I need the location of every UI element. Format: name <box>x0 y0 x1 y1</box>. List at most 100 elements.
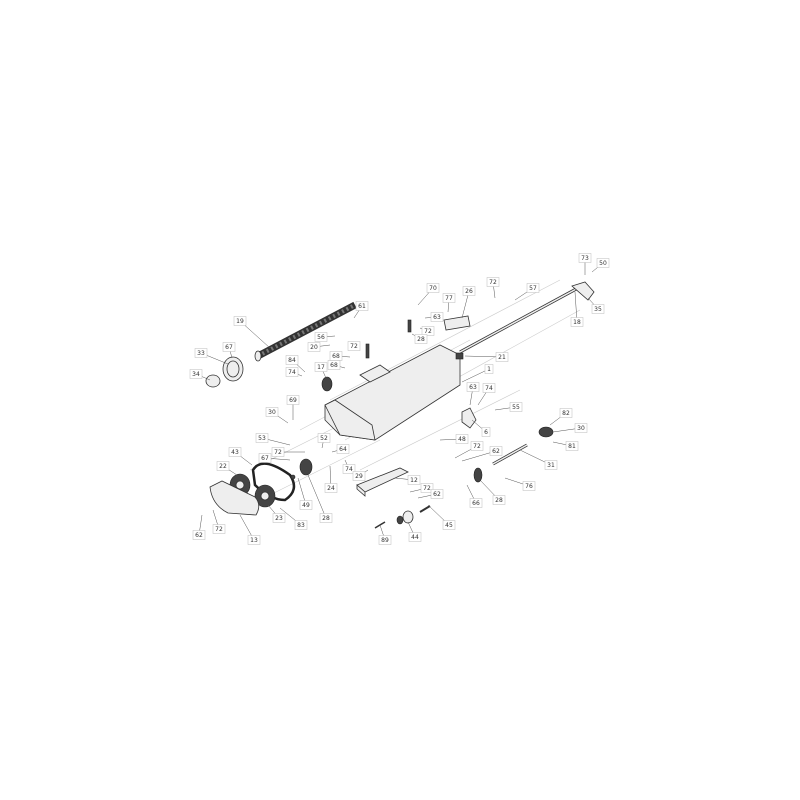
callout-72: 72 <box>419 326 435 336</box>
part-number: 44 <box>411 534 419 541</box>
callout-56: 56 <box>314 332 336 342</box>
part-number: 28 <box>495 497 503 504</box>
callout-box <box>317 433 331 443</box>
small-parts <box>365 315 471 529</box>
part-number: 67 <box>261 455 269 462</box>
leader-line <box>461 368 490 383</box>
callout-89: 89 <box>378 524 392 545</box>
part-number: 89 <box>381 537 389 544</box>
callout-box <box>336 444 350 454</box>
part-number: 24 <box>327 485 335 492</box>
callout-box <box>442 293 456 303</box>
callout-box <box>212 524 226 534</box>
callout-box <box>430 489 444 499</box>
part-number: 33 <box>197 350 205 357</box>
callout-box <box>481 427 491 437</box>
callout-box <box>544 460 558 470</box>
part-number: 30 <box>577 425 585 432</box>
callout-76: 76 <box>504 477 536 491</box>
callout-74: 74 <box>285 367 303 377</box>
callout-84: 84 <box>285 355 306 373</box>
callout-box <box>265 407 279 417</box>
callout-55: 55 <box>494 402 523 412</box>
callout-83: 83 <box>279 507 308 530</box>
callout-43: 43 <box>228 447 253 466</box>
part-number: 74 <box>345 466 353 473</box>
part-number: 18 <box>573 319 581 326</box>
callout-30: 30 <box>552 423 588 433</box>
callout-box <box>578 253 592 263</box>
end-bracket <box>571 281 595 301</box>
gearbox <box>473 426 554 483</box>
callout-box <box>420 483 434 493</box>
callout-box <box>294 520 308 530</box>
callout-box <box>272 513 286 523</box>
callout-69: 69 <box>286 395 300 420</box>
part-number: 48 <box>458 436 466 443</box>
callout-box <box>484 364 494 374</box>
callout-box <box>466 382 480 392</box>
callout-61: 61 <box>353 301 369 319</box>
part-number: 61 <box>358 303 366 310</box>
callout-box <box>469 498 483 508</box>
callout-box <box>470 441 484 451</box>
part-number: 72 <box>215 526 223 533</box>
side-plate <box>461 407 477 429</box>
callout-17: 17 <box>314 362 328 379</box>
skid-plate <box>356 467 409 497</box>
callout-box <box>430 312 444 322</box>
leader-line <box>574 291 578 323</box>
callout-1: 1 <box>461 364 494 383</box>
callout-box <box>489 446 503 456</box>
callout-box <box>421 326 435 336</box>
part-number: 6 <box>484 429 488 436</box>
callout-box <box>307 342 321 352</box>
part-number: 30 <box>268 409 276 416</box>
part-number: 82 <box>562 410 570 417</box>
part-number: 43 <box>231 449 239 456</box>
callout-64: 64 <box>331 444 350 454</box>
callout-67: 67 <box>258 453 291 463</box>
part-number: 72 <box>424 328 432 335</box>
bearing-and-seal <box>205 356 333 392</box>
part-number: 56 <box>317 334 325 341</box>
callout-20: 20 <box>307 342 331 352</box>
part-number: 21 <box>498 354 506 361</box>
callout-box <box>319 513 333 523</box>
callout-24: 24 <box>324 465 338 493</box>
callout-box <box>327 360 341 370</box>
callout-44: 44 <box>407 521 422 542</box>
callout-box <box>314 362 328 372</box>
part-number: 72 <box>423 485 431 492</box>
callout-63: 63 <box>466 382 480 406</box>
callout-62: 62 <box>417 489 444 499</box>
callout-29: 29 <box>352 469 369 481</box>
callout-72: 72 <box>409 483 434 493</box>
callout-67: 67 <box>222 342 236 359</box>
part-number: 74 <box>485 385 493 392</box>
callout-74: 74 <box>477 383 496 406</box>
callout-box <box>247 535 261 545</box>
callout-box <box>526 283 540 293</box>
callout-box <box>355 301 369 311</box>
callout-70: 70 <box>417 283 440 306</box>
callout-box <box>258 453 272 463</box>
part-number: 35 <box>594 306 602 313</box>
callout-box <box>408 532 422 542</box>
callout-72: 72 <box>454 441 484 459</box>
part-number: 72 <box>489 279 497 286</box>
callout-53: 53 <box>255 433 291 446</box>
callout-box <box>522 481 536 491</box>
part-number: 17 <box>317 364 325 371</box>
callout-68: 68 <box>329 351 351 361</box>
callout-box <box>559 408 573 418</box>
callout-23: 23 <box>267 504 286 523</box>
callout-box <box>228 447 242 457</box>
callout-49: 49 <box>297 477 313 510</box>
callout-28: 28 <box>307 474 333 523</box>
callout-6: 6 <box>471 419 491 437</box>
part-number: 49 <box>302 502 310 509</box>
belt-and-pulleys <box>229 458 313 508</box>
callout-72: 72 <box>486 277 500 299</box>
callout-82: 82 <box>549 408 573 426</box>
